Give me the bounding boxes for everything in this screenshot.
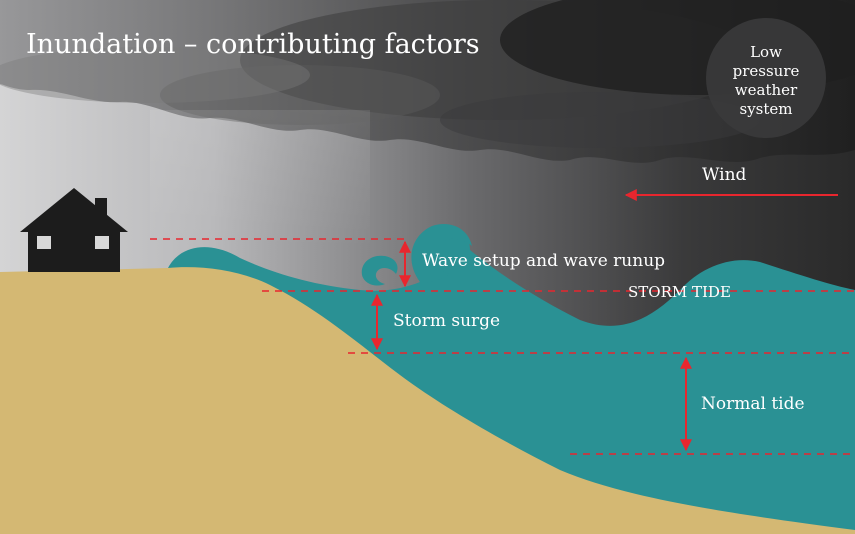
wave-setup-label: Wave setup and wave runup	[422, 251, 665, 271]
storm-clouds	[0, 0, 855, 163]
normal-tide-label: Normal tide	[701, 394, 805, 414]
sand-land	[0, 267, 855, 534]
pressure-line-3: weather	[735, 81, 798, 99]
rain	[150, 110, 370, 250]
diagram-title: Inundation – contributing factors	[26, 29, 480, 60]
house-icon	[20, 188, 128, 272]
pressure-line-1: Low	[750, 43, 782, 61]
wind-label: Wind	[702, 165, 747, 185]
storm-surge-label: Storm surge	[393, 311, 500, 331]
low-pressure-system: Low pressure weather system	[706, 18, 826, 138]
storm-tide-label: STORM TIDE	[628, 283, 731, 301]
pressure-line-2: pressure	[733, 62, 800, 80]
breaking-wave-icon	[361, 224, 472, 286]
pressure-line-4: system	[740, 100, 793, 118]
